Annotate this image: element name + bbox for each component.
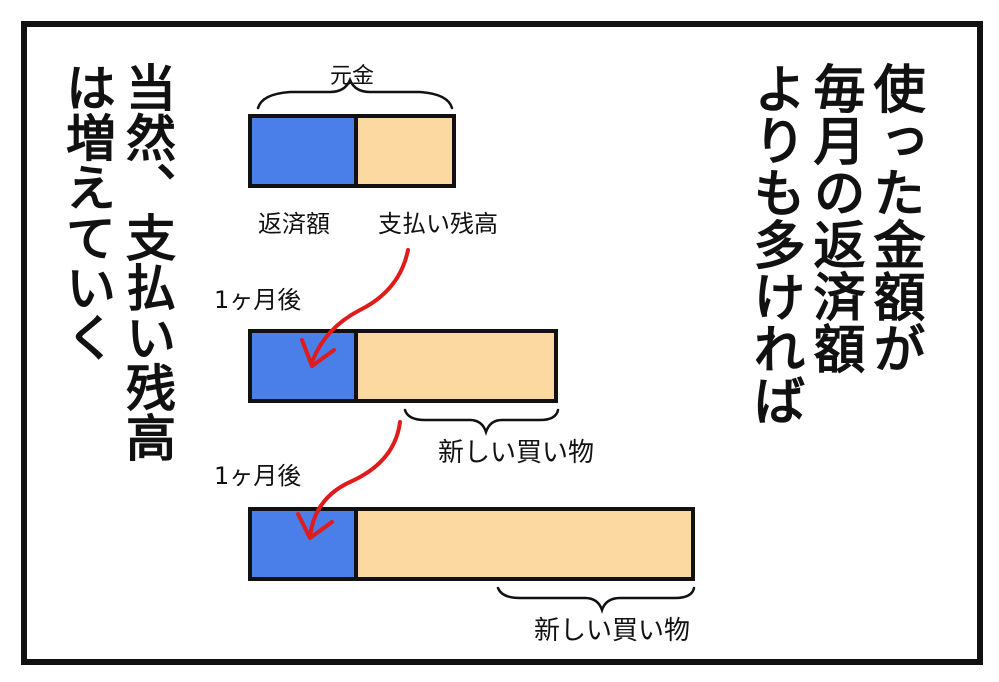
bar-1-repayment xyxy=(248,114,358,188)
bar-2-balance xyxy=(354,329,558,403)
new-purchase-label-2: 新しい買い物 xyxy=(534,616,691,646)
new-purchase-label-1: 新しい買い物 xyxy=(438,438,595,468)
red-arrow-1 xyxy=(310,248,410,364)
month-later-label-2: 1ヶ月後 xyxy=(214,462,302,490)
red-arrow-2 xyxy=(308,420,402,538)
bar-3-underbrace xyxy=(496,586,696,614)
bar-1-balance xyxy=(354,114,456,188)
repayment-label: 返済額 xyxy=(258,210,330,238)
red-arrow-1-head xyxy=(300,338,336,368)
right-caption-col-2: 毎月の返済額 xyxy=(804,62,864,374)
right-caption-col-1: 使った金額が xyxy=(864,62,924,374)
left-caption-col-2: は増えていく xyxy=(58,62,116,362)
red-arrow-2-head xyxy=(296,512,334,540)
bar-2-repayment xyxy=(248,329,358,403)
top-brace xyxy=(256,76,454,110)
month-later-label-1: 1ヶ月後 xyxy=(214,286,302,314)
bar-3-repayment xyxy=(248,507,358,581)
top-brace-label: 元金 xyxy=(330,64,375,89)
bar-3-balance xyxy=(354,507,695,581)
right-caption-col-3: よりも多ければ xyxy=(744,62,804,426)
bar-2-underbrace xyxy=(403,408,560,436)
balance-label: 支払い残高 xyxy=(378,210,498,238)
comic-panel-frame xyxy=(21,21,983,665)
left-caption-col-1: 当然、支払い残高 xyxy=(118,62,176,462)
